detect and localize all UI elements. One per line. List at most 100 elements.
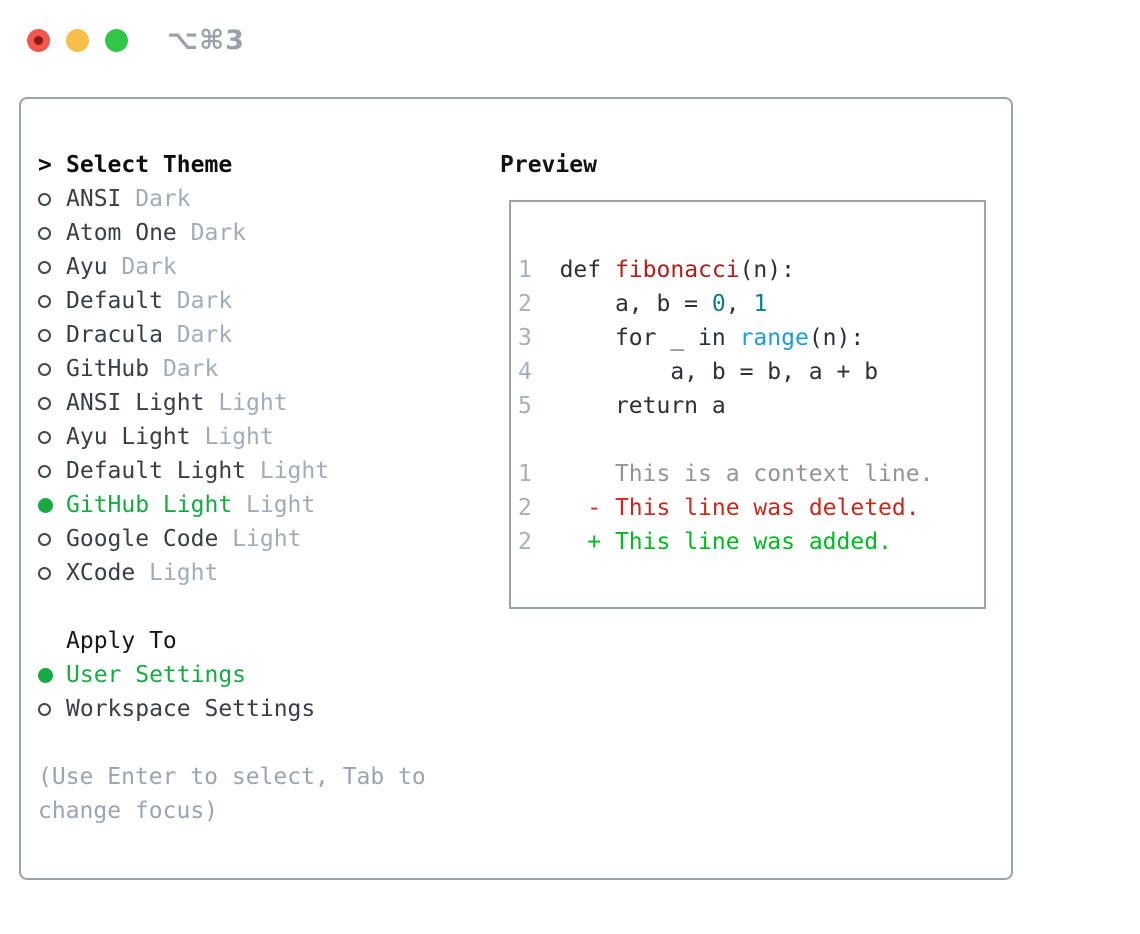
blank-line: [518, 423, 984, 457]
apply-to-title: Apply To: [66, 628, 177, 654]
radio-unselected-icon: [38, 702, 51, 716]
theme-variant: Dark: [162, 288, 233, 314]
radio-cell: [38, 667, 66, 683]
radio-cell: [38, 430, 66, 444]
radio-unselected-icon: [38, 192, 51, 206]
theme-variant: Dark: [149, 356, 219, 382]
radio-unselected-icon: [38, 566, 51, 580]
prompt-caret-icon: >: [38, 152, 52, 178]
theme-option-dracula[interactable]: Dracula Dark: [38, 318, 450, 352]
code-line: 3 for _ in range(n):: [518, 321, 984, 355]
code-segment: [560, 495, 588, 521]
radio-unselected-icon: [38, 430, 51, 444]
code-segment: + This line was added.: [587, 529, 892, 555]
radio-cell: [38, 328, 66, 342]
code-segment: for _ in: [559, 325, 740, 351]
theme-variant: Light: [232, 492, 316, 518]
radio-unselected-icon: [38, 464, 51, 478]
radio-unselected-icon: [38, 328, 51, 342]
apply-option-user-settings[interactable]: User Settings: [38, 658, 450, 692]
radio-cell: [38, 226, 66, 240]
close-button[interactable]: [27, 29, 50, 52]
code-segment: - This line was deleted.: [587, 495, 920, 521]
theme-option-atom-one[interactable]: Atom One Dark: [38, 216, 450, 250]
theme-name: Default: [66, 288, 163, 314]
titlebar: ⌥⌘3: [27, 25, 245, 56]
theme-variant: Dark: [162, 322, 233, 348]
theme-option-google-code[interactable]: Google Code Light: [38, 522, 450, 556]
code-line: 2 a, b = 0, 1: [518, 287, 984, 321]
keyboard-hint-text: (Use Enter to select, Tab to change focu…: [38, 764, 426, 824]
code-line: 4 a, b = b, a + b: [518, 355, 984, 389]
theme-option-github-light[interactable]: GitHub Light Light: [38, 488, 450, 522]
code-segment: [560, 529, 588, 555]
radio-selected-icon: [38, 667, 53, 683]
code-segment: 1: [753, 291, 768, 317]
theme-name: ANSI: [66, 186, 122, 212]
radio-cell: [38, 362, 66, 376]
window-shortcut-label: ⌥⌘3: [167, 25, 245, 56]
diff-line: 2 + This line was added.: [518, 525, 984, 559]
theme-option-ansi-light[interactable]: ANSI Light Light: [38, 386, 450, 420]
theme-name: Ayu: [66, 254, 108, 280]
zoom-button[interactable]: [105, 29, 128, 52]
theme-variant: Light: [218, 526, 302, 552]
code-segment: a, b = b, a + b: [559, 359, 879, 385]
select-theme-header: > Select Theme: [38, 148, 450, 182]
diff-line: 1 This is a context line.: [518, 457, 984, 491]
theme-variant: Light: [246, 458, 330, 484]
theme-option-github[interactable]: GitHub Dark: [38, 352, 450, 386]
diff-line: 2 - This line was deleted.: [518, 491, 984, 525]
radio-cell: [38, 294, 66, 308]
theme-option-ayu[interactable]: Ayu Dark: [38, 250, 450, 284]
theme-name: Ayu Light: [66, 424, 191, 450]
apply-option-label: Workspace Settings: [66, 696, 316, 722]
theme-option-default[interactable]: Default Dark: [38, 284, 450, 318]
radio-cell: [38, 464, 66, 478]
theme-option-default-light[interactable]: Default Light Light: [38, 454, 450, 488]
radio-cell: [38, 396, 66, 410]
theme-option-ayu-light[interactable]: Ayu Light Light: [38, 420, 450, 454]
minimize-button[interactable]: [66, 29, 89, 52]
theme-name: Default Light: [66, 458, 247, 484]
theme-name: GitHub Light: [66, 492, 233, 518]
radio-unselected-icon: [38, 396, 51, 410]
line-number: 1: [518, 461, 532, 487]
code-segment: fibonacci: [614, 257, 740, 283]
apply-option-workspace-settings[interactable]: Workspace Settings: [38, 692, 450, 726]
line-number: 2: [518, 495, 532, 521]
theme-option-ansi[interactable]: ANSI Dark: [38, 182, 450, 216]
line-number-gap: [532, 529, 560, 555]
code-segment: ,: [725, 291, 754, 317]
radio-cell: [38, 702, 66, 716]
theme-name: GitHub: [66, 356, 150, 382]
theme-option-xcode[interactable]: XCode Light: [38, 556, 450, 590]
line-number: 2: [518, 291, 532, 317]
theme-variant: Light: [190, 424, 274, 450]
radio-cell: [38, 532, 66, 546]
theme-name: Dracula: [66, 322, 163, 348]
line-number: 5: [518, 393, 532, 419]
radio-cell: [38, 497, 66, 513]
line-number-gap: [532, 325, 560, 351]
theme-name: Google Code: [66, 526, 219, 552]
radio-unselected-icon: [38, 226, 51, 240]
line-number-gap: [532, 291, 560, 317]
radio-cell: [38, 192, 66, 206]
code-segment: return a: [559, 393, 726, 419]
theme-variant: Light: [204, 390, 288, 416]
code-segment: (n):: [808, 325, 865, 351]
theme-variant: Dark: [121, 186, 191, 212]
theme-variant: Light: [135, 560, 219, 586]
radio-unselected-icon: [38, 260, 51, 274]
line-number: 4: [518, 359, 532, 385]
